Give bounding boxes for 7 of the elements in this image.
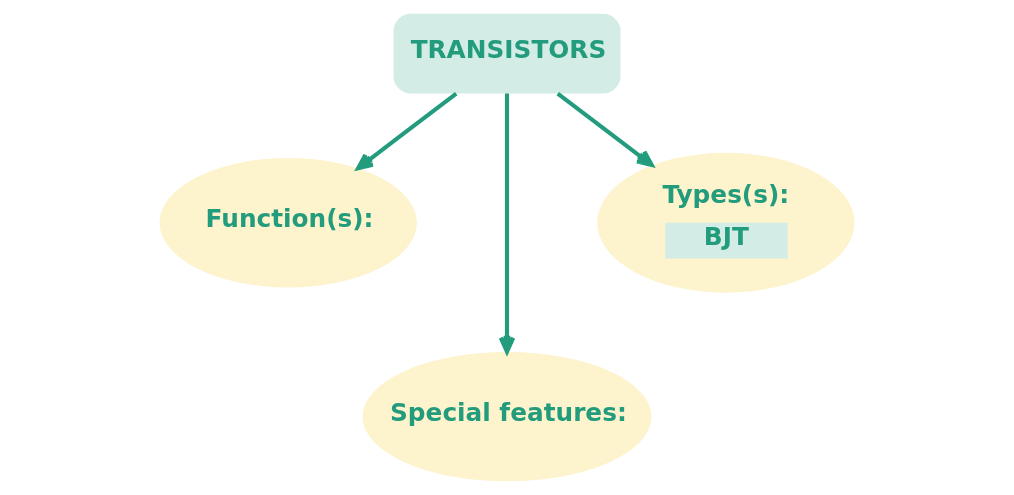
arrow [356,91,458,171]
arrow [556,91,654,168]
node-ellipse: Types(s): BJT [597,152,855,293]
node-box: TRANSISTORS [393,13,621,94]
node-ellipse: Function(s): [159,158,417,288]
arrow [498,93,516,354]
node-ellipse: Special features: [362,351,652,482]
